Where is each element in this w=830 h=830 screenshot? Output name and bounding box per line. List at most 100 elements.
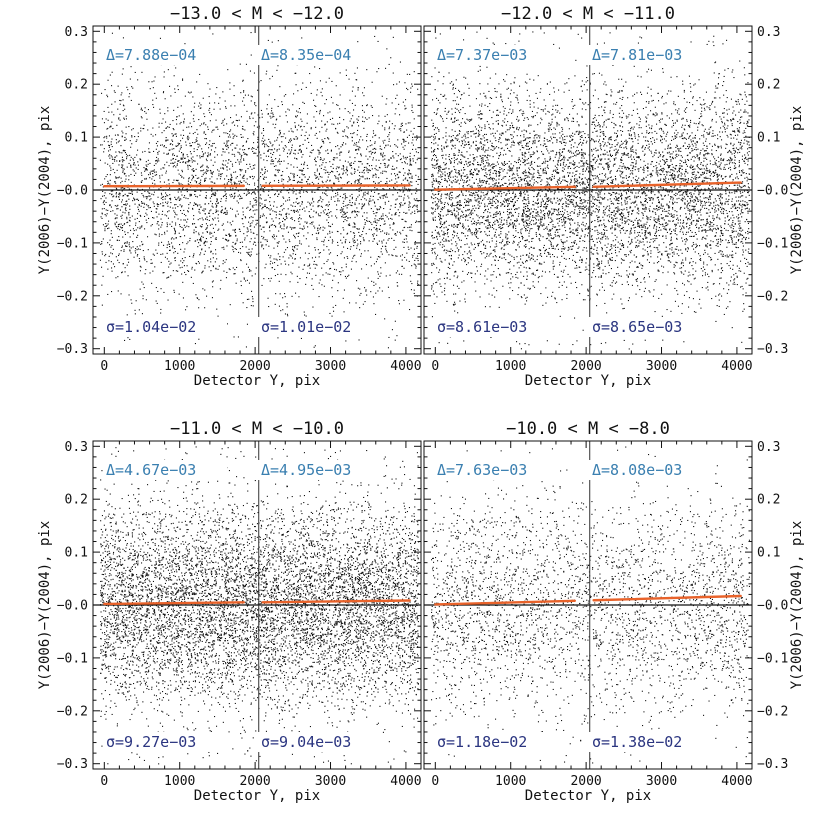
scatter-point bbox=[111, 71, 113, 73]
scatter-point bbox=[246, 207, 248, 209]
scatter-point bbox=[276, 242, 278, 244]
scatter-point bbox=[572, 344, 574, 346]
scatter-point bbox=[149, 172, 151, 174]
scatter-point bbox=[283, 179, 285, 181]
scatter-point bbox=[158, 224, 160, 226]
scatter-point bbox=[298, 108, 300, 110]
scatter-point bbox=[289, 153, 291, 155]
scatter-point bbox=[320, 212, 322, 214]
scatter-point bbox=[122, 263, 124, 265]
scatter-point bbox=[417, 284, 419, 286]
scatter-point bbox=[366, 177, 368, 179]
scatter-point bbox=[521, 154, 523, 156]
scatter-point bbox=[248, 192, 250, 194]
scatter-point bbox=[395, 175, 397, 177]
scatter-point bbox=[343, 236, 345, 238]
scatter-point bbox=[336, 153, 338, 155]
scatter-point bbox=[103, 203, 105, 205]
scatter-point bbox=[287, 163, 289, 165]
scatter-point bbox=[402, 187, 404, 189]
scatter-point bbox=[337, 123, 339, 125]
scatter-point bbox=[683, 341, 685, 343]
scatter-point bbox=[167, 139, 169, 141]
scatter-point bbox=[175, 133, 177, 135]
scatter-point bbox=[159, 175, 161, 177]
scatter-point bbox=[162, 272, 164, 274]
scatter-point bbox=[115, 139, 117, 141]
scatter-point bbox=[177, 180, 179, 182]
scatter-point bbox=[403, 246, 405, 248]
scatter-point bbox=[117, 259, 119, 261]
scatter-point bbox=[121, 187, 123, 189]
scatter-point bbox=[246, 227, 248, 229]
scatter-point bbox=[261, 215, 263, 217]
scatter-point bbox=[320, 91, 322, 93]
scatter-point bbox=[250, 95, 252, 97]
scatter-point bbox=[492, 196, 494, 198]
scatter-point bbox=[286, 313, 288, 315]
scatter-point bbox=[374, 205, 376, 207]
scatter-point bbox=[233, 197, 235, 199]
scatter-point bbox=[195, 139, 197, 141]
scatter-point bbox=[172, 158, 174, 160]
scatter-point bbox=[296, 197, 298, 199]
scatter-point bbox=[404, 187, 406, 189]
scatter-point bbox=[173, 238, 175, 240]
scatter-point bbox=[377, 290, 379, 292]
scatter-point bbox=[409, 155, 411, 157]
scatter-point bbox=[246, 193, 248, 195]
scatter-point bbox=[189, 195, 191, 197]
scatter-point bbox=[280, 263, 282, 265]
scatter-point bbox=[399, 231, 401, 233]
scatter-point bbox=[255, 219, 257, 221]
scatter-point bbox=[307, 258, 309, 260]
scatter-point bbox=[145, 161, 147, 163]
scatter-point bbox=[153, 203, 155, 205]
scatter-point bbox=[394, 113, 396, 115]
scatter-point bbox=[208, 96, 210, 98]
scatter-point bbox=[186, 243, 188, 245]
scatter-point bbox=[577, 222, 579, 224]
scatter-point bbox=[402, 101, 404, 103]
scatter-point bbox=[141, 202, 143, 204]
scatter-point bbox=[323, 285, 325, 287]
scatter-point bbox=[228, 140, 230, 142]
scatter-point bbox=[351, 137, 353, 139]
scatter-point bbox=[315, 164, 317, 166]
scatter-point bbox=[158, 233, 160, 235]
scatter-point bbox=[369, 220, 371, 222]
scatter-point bbox=[223, 246, 225, 248]
scatter-point bbox=[203, 172, 205, 174]
scatter-point bbox=[390, 173, 392, 175]
scatter-point bbox=[342, 297, 344, 299]
scatter-point bbox=[163, 291, 165, 293]
x-tick-label: 1000 bbox=[164, 359, 195, 374]
scatter-point bbox=[385, 250, 387, 252]
scatter-point bbox=[185, 144, 187, 146]
scatter-point bbox=[161, 196, 163, 198]
scatter-point bbox=[237, 151, 239, 153]
scatter-point bbox=[309, 267, 311, 269]
scatter-point bbox=[206, 219, 208, 221]
scatter-point bbox=[373, 174, 375, 176]
scatter-point bbox=[246, 298, 248, 300]
scatter-point bbox=[165, 137, 167, 139]
scatter-point bbox=[410, 280, 412, 282]
scatter-point bbox=[345, 212, 347, 214]
scatter-point bbox=[285, 137, 287, 139]
scatter-point bbox=[354, 210, 356, 212]
scatter-point bbox=[186, 225, 188, 227]
scatter-point bbox=[737, 187, 739, 189]
scatter-point bbox=[647, 86, 649, 88]
scatter-point bbox=[227, 221, 229, 223]
scatter-point bbox=[251, 248, 253, 250]
scatter-point bbox=[179, 123, 181, 125]
scatter-point bbox=[136, 246, 138, 248]
scatter-point bbox=[274, 175, 276, 177]
scatter-point bbox=[258, 81, 260, 83]
scatter-point bbox=[540, 212, 542, 214]
scatter-point bbox=[328, 225, 330, 227]
scatter-point bbox=[158, 242, 160, 244]
scatter-point bbox=[240, 259, 242, 261]
scatter-point bbox=[288, 139, 290, 141]
